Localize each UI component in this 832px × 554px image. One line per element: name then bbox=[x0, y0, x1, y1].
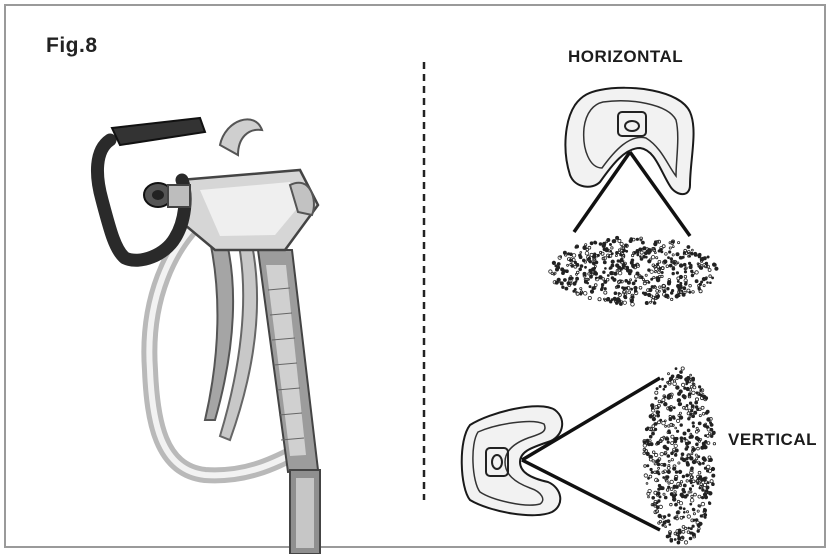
spray-tip-icon bbox=[462, 406, 562, 515]
vertical-label: VERTICAL bbox=[728, 430, 817, 450]
spray-tip-icon bbox=[565, 88, 693, 194]
spray-dots-icon bbox=[643, 367, 716, 544]
horizontal-label: HORIZONTAL bbox=[568, 47, 683, 67]
spray-gun-icon bbox=[97, 118, 320, 554]
spray-dots-icon bbox=[549, 236, 718, 306]
